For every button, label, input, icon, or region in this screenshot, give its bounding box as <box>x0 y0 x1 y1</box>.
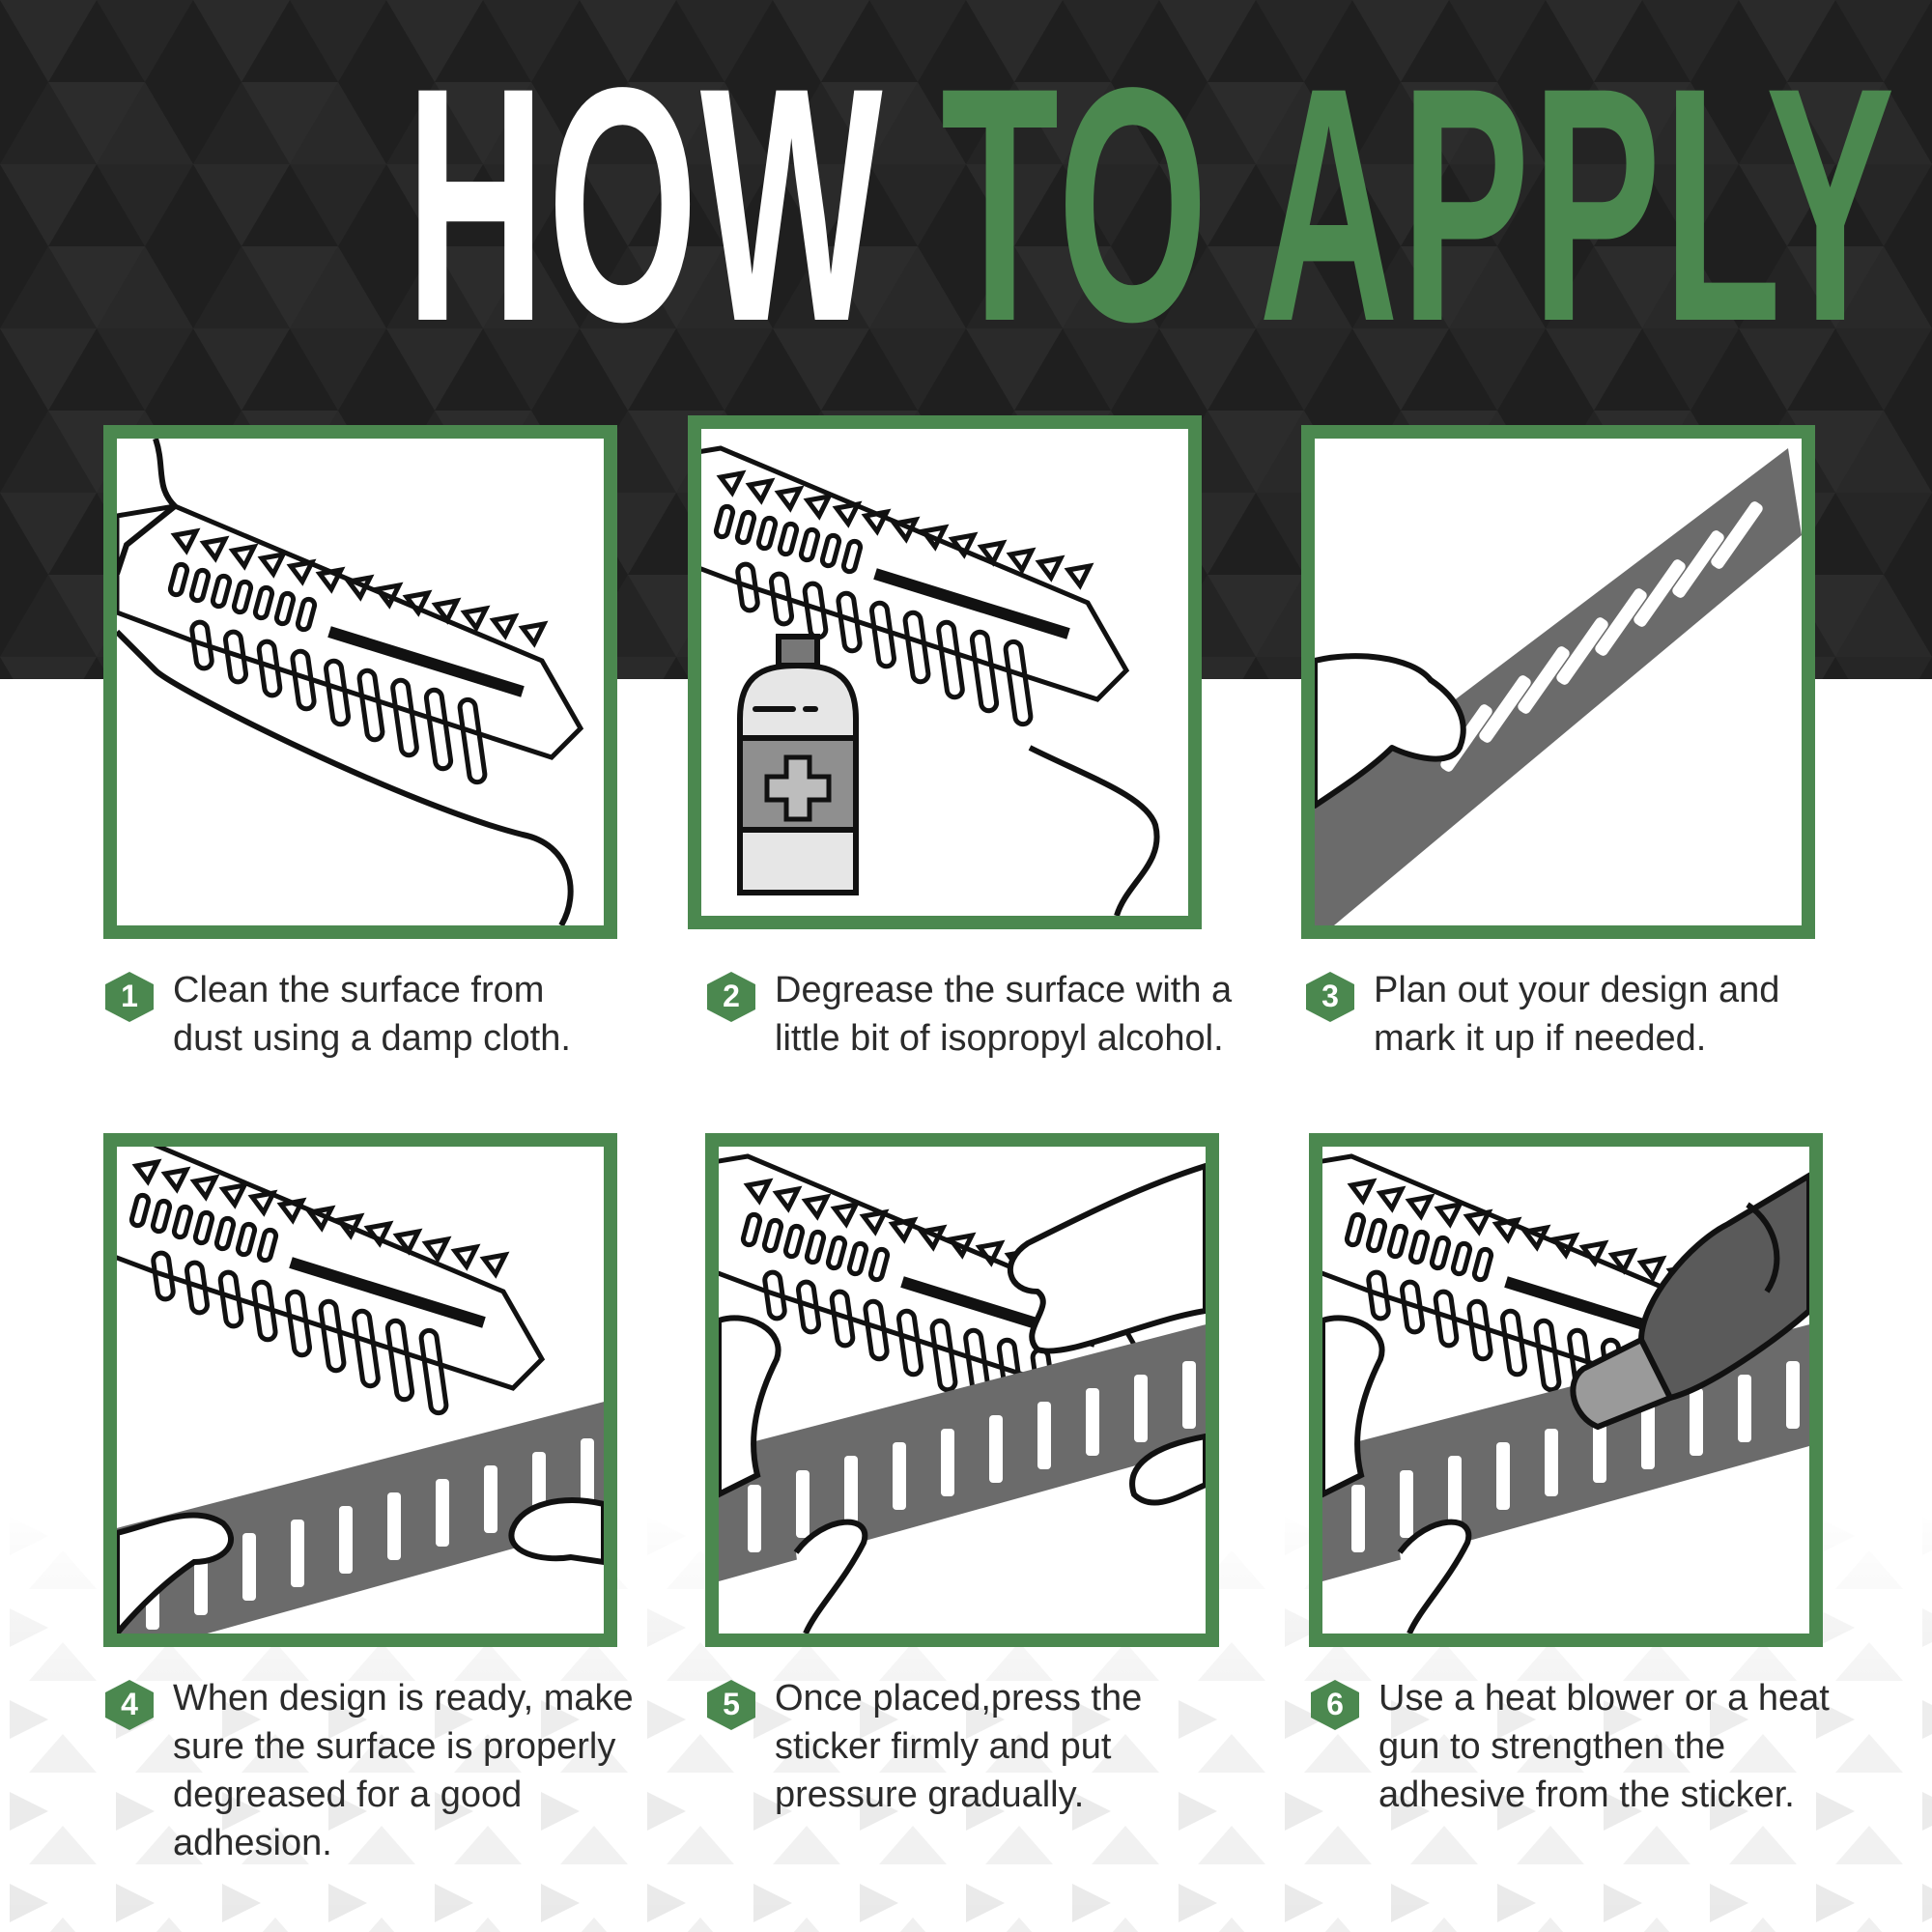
step-2: 2 Degrease the surface with a little bit… <box>705 966 1246 1063</box>
surface-outline-illustration <box>117 439 604 925</box>
step-6: 6 Use a heat blower or a heat gun to str… <box>1309 1674 1850 1819</box>
step-2-panel <box>688 415 1202 929</box>
title-to-apply: TO APPLY <box>940 19 1897 391</box>
page-title: HOW TO APPLY <box>406 39 1894 372</box>
step-text: Plan out your design and mark it up if n… <box>1374 970 1780 1059</box>
step-number-badge: 5 <box>707 1680 755 1730</box>
svg-text:4: 4 <box>121 1687 138 1721</box>
svg-text:1: 1 <box>121 979 138 1013</box>
step-number-badge: 3 <box>1306 972 1354 1022</box>
step-1: 1 Clean the surface from dust using a da… <box>103 966 644 1063</box>
hand-holding-sticker-illustration <box>1315 448 1802 925</box>
step-6-panel <box>1309 1133 1823 1647</box>
step-number-badge: 6 <box>1311 1680 1359 1730</box>
alcohol-bottle-icon <box>701 429 1160 916</box>
step-text: Clean the surface from dust using a damp… <box>173 970 571 1059</box>
step-3-panel <box>1301 425 1815 939</box>
step-3: 3 Plan out your design and mark it up if… <box>1304 966 1845 1063</box>
step-text: Degrease the surface with a little bit o… <box>775 970 1233 1059</box>
hands-aligning-sticker-illustration <box>117 1147 604 1634</box>
svg-text:6: 6 <box>1326 1687 1344 1721</box>
step-number-badge: 4 <box>105 1680 154 1730</box>
step-4-panel <box>103 1133 617 1647</box>
svg-text:5: 5 <box>723 1687 740 1721</box>
hands-pressing-sticker-illustration <box>719 1147 1206 1634</box>
heat-gun-icon <box>1322 1147 1809 1634</box>
step-text: When design is ready, make sure the surf… <box>173 1678 634 1863</box>
step-1-panel <box>103 425 617 939</box>
step-number-badge: 1 <box>105 972 154 1022</box>
step-text: Use a heat blower or a heat gun to stren… <box>1378 1678 1830 1815</box>
step-5-panel <box>705 1133 1219 1647</box>
step-4: 4 When design is ready, make sure the su… <box>103 1674 644 1867</box>
title-how: HOW <box>406 19 885 391</box>
step-number-badge: 2 <box>707 972 755 1022</box>
svg-text:2: 2 <box>723 979 740 1013</box>
step-text: Once placed,press the sticker firmly and… <box>775 1678 1143 1815</box>
step-5: 5 Once placed,press the sticker firmly a… <box>705 1674 1246 1819</box>
svg-text:3: 3 <box>1321 979 1339 1013</box>
